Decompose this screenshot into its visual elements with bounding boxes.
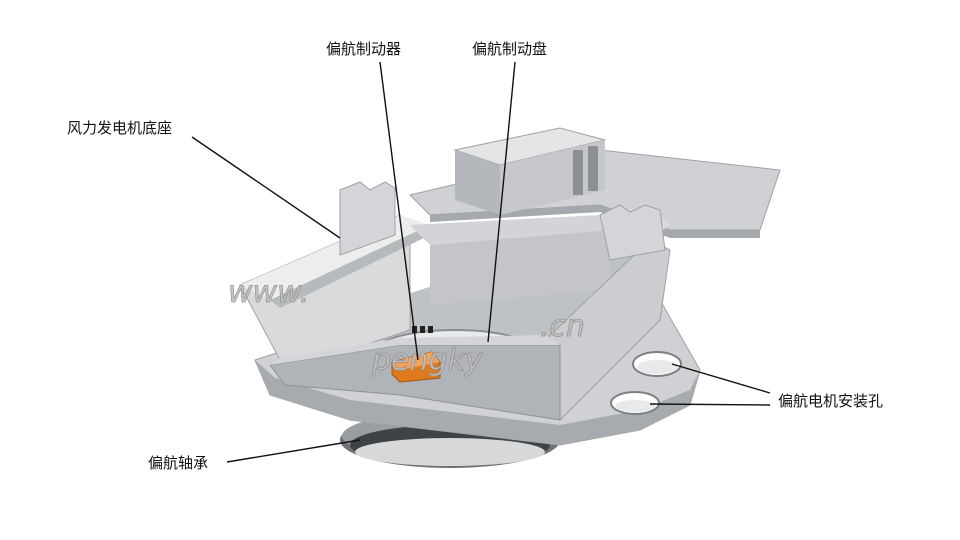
leader-motor-hole-2 [649, 403, 771, 406]
leader-brake-disc [487, 61, 516, 343]
leader-lines [191, 61, 771, 463]
label-yaw-bearing: 偏航轴承 [148, 454, 209, 472]
label-yaw-brake-disc: 偏航制动盘 [472, 40, 548, 58]
watermark-part-2: pengky [371, 343, 484, 378]
leader-bearing [226, 439, 361, 463]
label-nacelle-base: 风力发电机底座 [67, 119, 173, 137]
watermark: www. pengky .cn [228, 275, 586, 379]
leader-motor-hole-1 [671, 363, 771, 394]
leader-base [191, 136, 341, 239]
watermark-part-1: www. [228, 275, 309, 310]
label-yaw-brake: 偏航制动器 [326, 40, 402, 58]
motor-mounting-holes [610, 351, 682, 415]
main-frame [239, 181, 671, 421]
leader-brake [379, 61, 419, 361]
label-yaw-motor-holes: 偏航电机安装孔 [778, 392, 884, 410]
yaw-brake-caliper [391, 351, 441, 383]
rear-box [453, 127, 606, 215]
watermark-part-3: .cn [540, 309, 585, 344]
